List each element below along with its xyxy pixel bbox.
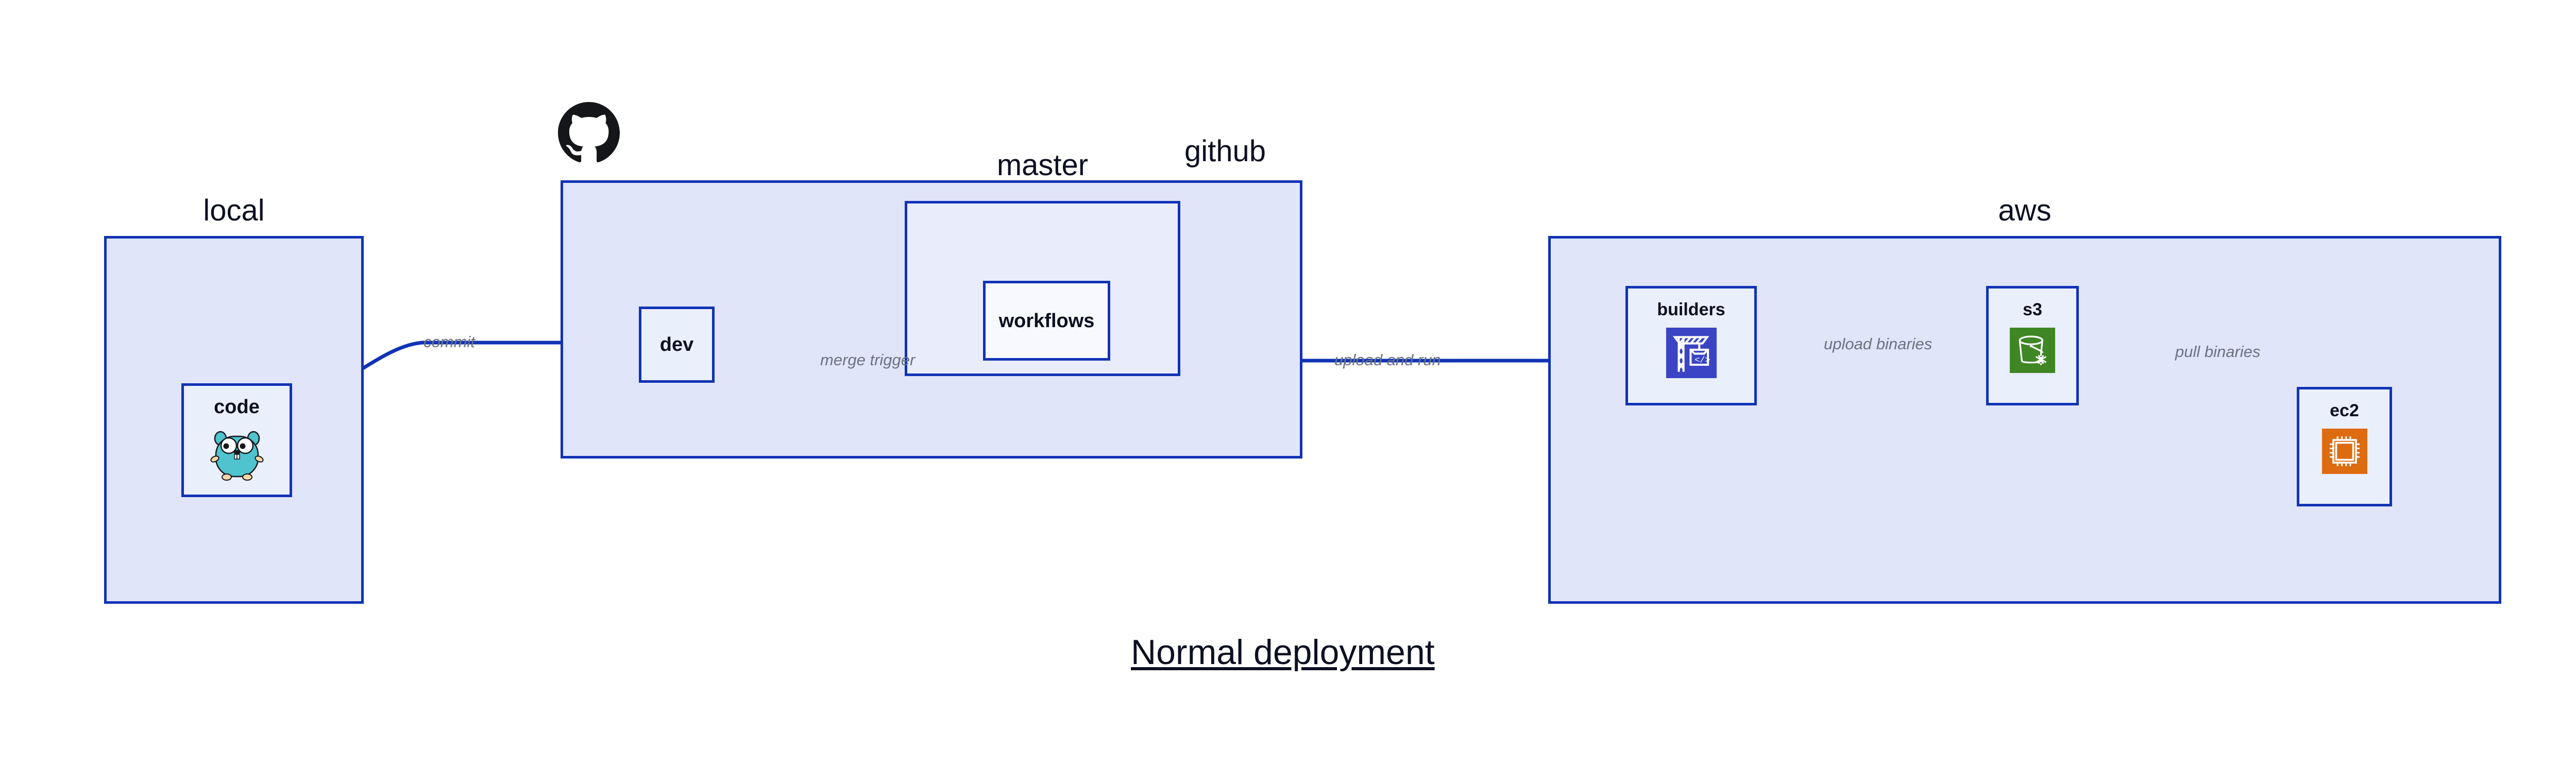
aws-s3-glacier-icon <box>2010 328 2055 376</box>
node-label-builders: builders <box>1657 300 1725 319</box>
edge-label-merge-trigger: merge trigger <box>820 351 916 369</box>
group-label-aws: aws <box>1998 194 2052 227</box>
node-label-s3: s3 <box>2023 300 2042 319</box>
node-label-code: code <box>214 396 260 418</box>
node-code[interactable]: code <box>181 383 292 497</box>
group-label-github: github <box>1184 134 1266 168</box>
node-s3[interactable]: s3 <box>1986 286 2079 405</box>
edge-label-upload-binaries: upload binaries <box>1824 335 1933 353</box>
group-local: code <box>104 236 364 604</box>
node-label-ec2: ec2 <box>2330 401 2359 420</box>
group-master: workflows <box>905 201 1180 376</box>
node-label-dev: dev <box>659 334 694 355</box>
node-label-workflows: workflows <box>998 310 1095 332</box>
aws-codebuild-icon: </> <box>1666 328 1717 381</box>
node-ec2[interactable]: ec2 <box>2297 387 2392 506</box>
edge-label-commit: commit <box>423 333 475 351</box>
diagram-title: Normal deployment <box>1131 633 1435 672</box>
group-label-master: master <box>996 148 1089 182</box>
node-workflows[interactable]: workflows <box>983 281 1110 361</box>
node-builders[interactable]: builders <box>1625 286 1757 405</box>
edge-label-pull-binaries: pull binaries <box>2175 343 2261 361</box>
go-gopher-icon <box>209 425 265 485</box>
group-aws: builders <box>1548 236 2501 604</box>
node-dev[interactable]: dev <box>639 307 715 383</box>
group-label-local: local <box>203 194 265 227</box>
svg-text:</>: </> <box>1694 355 1710 365</box>
aws-ec2-icon <box>2321 429 2367 477</box>
github-octocat-icon <box>558 102 620 166</box>
group-github: dev master workflows <box>561 150 1302 459</box>
edge-label-upload-and-run: upload and run <box>1334 351 1441 369</box>
